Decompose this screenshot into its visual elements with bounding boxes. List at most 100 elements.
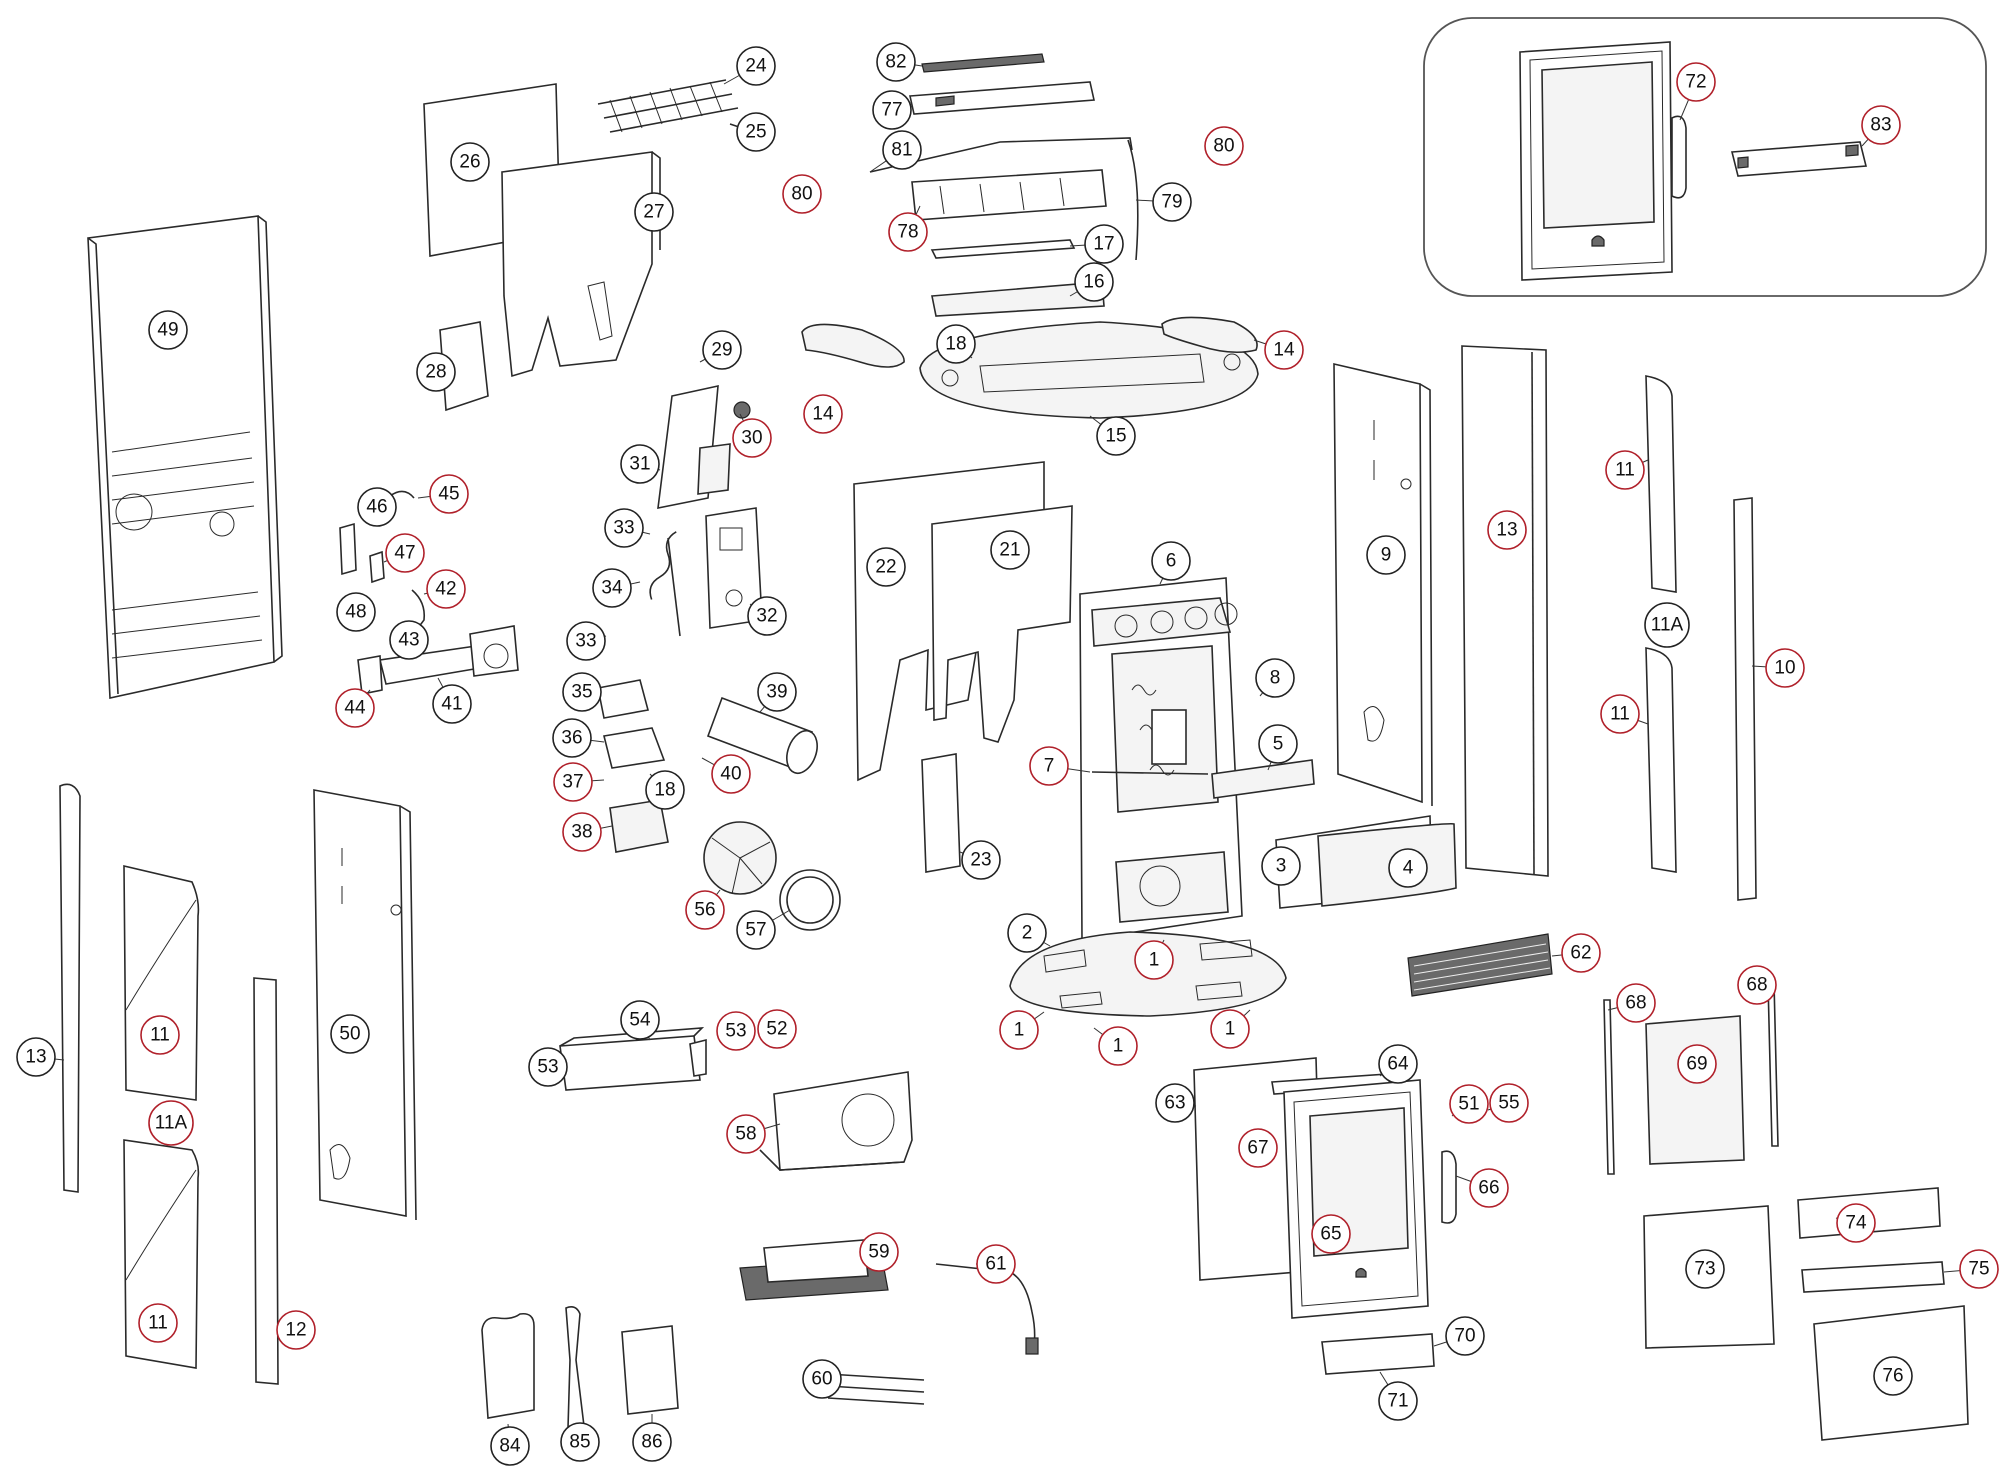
callout-circle: [562, 812, 602, 852]
callout-label: 52: [766, 1019, 787, 1040]
callout-label: 59: [868, 1242, 889, 1263]
part-11-left-top: [123, 864, 200, 1101]
part-13-right: [1461, 345, 1549, 877]
callout-37: 37: [553, 762, 593, 802]
callout-label: 29: [711, 340, 732, 361]
callout-label: 44: [344, 698, 366, 719]
callout-label: 36: [561, 728, 582, 749]
callout-57: 57: [736, 910, 776, 950]
callout-label: 49: [157, 320, 178, 341]
callout-6: 6: [1151, 541, 1191, 581]
callout-label: 56: [694, 900, 715, 921]
callout-70: 70: [1445, 1316, 1485, 1356]
callout-5: 5: [1258, 724, 1298, 764]
callout-circle: [990, 530, 1030, 570]
callout-11A: 11A: [148, 1100, 194, 1146]
callout-label: 9: [1381, 545, 1392, 566]
callout-circle: [1600, 694, 1640, 734]
callout-circle: [1861, 105, 1901, 145]
callout-label: 16: [1083, 272, 1104, 293]
callout-52: 52: [757, 1009, 797, 1049]
callout-circle: [592, 568, 632, 608]
part-10-strip: [1733, 497, 1757, 901]
part-66-handle: [1441, 1150, 1457, 1224]
callout-circle: [1469, 1168, 1509, 1208]
part-9-side-panel: [1333, 362, 1433, 807]
part-60-cables: [827, 1373, 925, 1405]
callout-label: 57: [745, 920, 766, 941]
callout-label: 10: [1774, 658, 1795, 679]
callout-56: 56: [685, 890, 725, 930]
callout-circle: [1258, 724, 1298, 764]
callout-86: 86: [632, 1422, 672, 1462]
callout-circle: [1873, 1356, 1913, 1396]
callout-2: 2: [1007, 913, 1047, 953]
part-86-manual: [621, 1325, 679, 1415]
callout-41: 41: [432, 684, 472, 724]
callout-circle: [335, 688, 375, 728]
callout-29: 29: [702, 330, 742, 370]
callout-label: 7: [1044, 756, 1055, 777]
callout-74: 74: [1836, 1203, 1876, 1243]
callout-33: 33: [604, 508, 644, 548]
callout-circle: [1836, 1203, 1876, 1243]
callout-circle: [782, 174, 822, 214]
callout-label: 58: [735, 1124, 756, 1145]
inset-part-83: [1730, 141, 1868, 177]
callout-label: 64: [1387, 1054, 1409, 1075]
callout-label: 76: [1882, 1366, 1903, 1387]
callout-label: 21: [999, 540, 1020, 561]
callout-circle: [1449, 1084, 1489, 1124]
callout-1: 1: [1210, 1009, 1250, 1049]
part-4-cover: [1317, 822, 1457, 907]
callout-circle: [138, 1303, 178, 1343]
callout-label: 25: [745, 122, 766, 143]
callout-circle: [566, 621, 606, 661]
callout-circle: [528, 1047, 568, 1087]
part-39-tube: [706, 696, 818, 775]
callout-84: 84: [490, 1426, 530, 1466]
callout-11: 11: [1605, 450, 1645, 490]
part-38-motor: [609, 799, 669, 853]
callout-circle: [562, 672, 602, 712]
callout-68: 68: [1616, 983, 1656, 1023]
callout-label: 35: [571, 682, 592, 703]
callout-label: 33: [575, 631, 596, 652]
callout-label: 31: [629, 454, 650, 475]
left-burner-assembly: [339, 490, 519, 695]
callout-label: 77: [881, 100, 902, 121]
callout-label: 17: [1093, 234, 1114, 255]
callout-72: 72: [1676, 62, 1716, 102]
callout-55: 55: [1489, 1083, 1529, 1123]
callout-11: 11: [140, 1015, 180, 1055]
callout-label: 14: [812, 404, 834, 425]
callout-34: 34: [592, 568, 632, 608]
callout-label: 68: [1625, 993, 1646, 1014]
part-6-firebox: [1079, 577, 1243, 941]
callout-circle: [803, 394, 843, 434]
callout-circle: [882, 130, 922, 170]
callout-label: 50: [339, 1024, 360, 1045]
callout-50: 50: [330, 1014, 370, 1054]
callout-13: 13: [16, 1037, 56, 1077]
callout-circle: [1737, 965, 1777, 1005]
callout-label: 28: [425, 362, 446, 383]
callout-label: 69: [1686, 1054, 1707, 1075]
callout-circle: [1388, 848, 1428, 888]
part-24-grate: [597, 79, 743, 133]
callout-68: 68: [1737, 965, 1777, 1005]
part-35-gasket: [597, 679, 649, 719]
callout-circle: [1084, 224, 1124, 264]
callout-circle: [732, 418, 772, 458]
callout-circle: [872, 90, 912, 130]
callout-85: 85: [560, 1422, 600, 1462]
callout-circle: [645, 770, 685, 810]
callout-label: 18: [654, 780, 675, 801]
callout-label: 63: [1164, 1093, 1185, 1114]
callout-64: 64: [1378, 1044, 1418, 1084]
callout-circle: [999, 1010, 1039, 1050]
callout-80: 80: [1204, 126, 1244, 166]
callout-label: 11A: [155, 1113, 188, 1134]
callout-label: 73: [1694, 1259, 1715, 1280]
